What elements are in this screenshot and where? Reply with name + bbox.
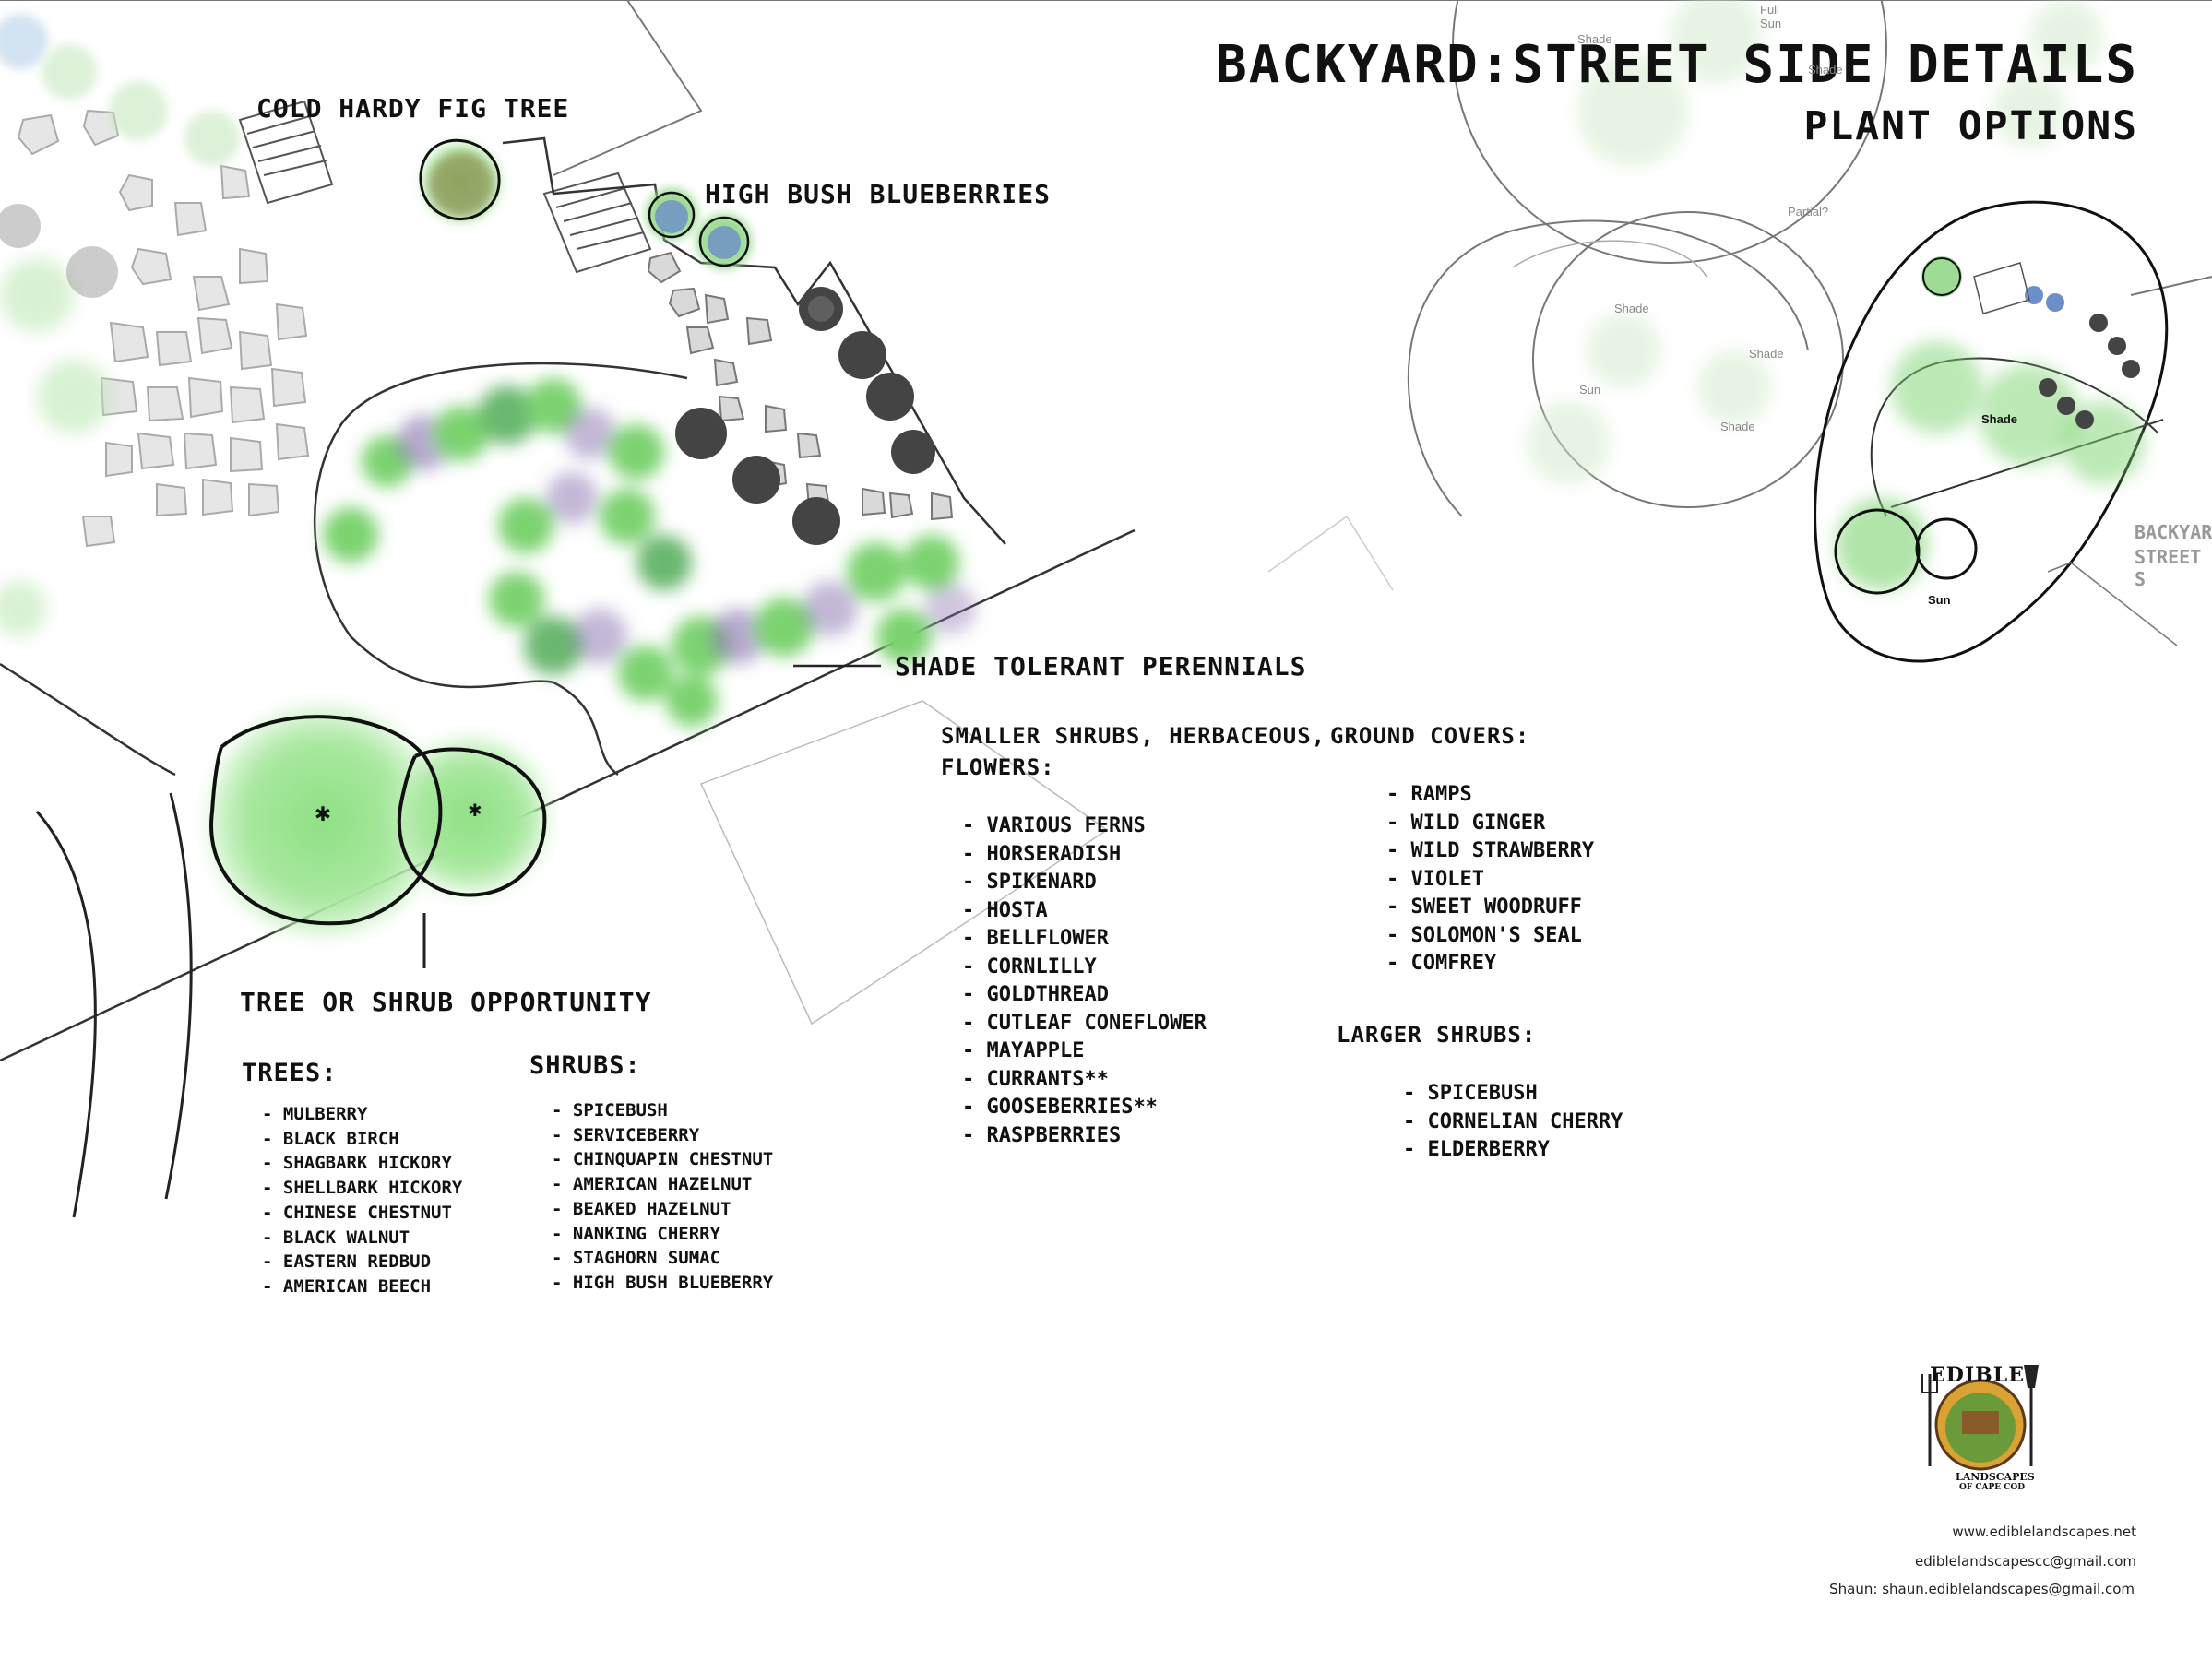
driveway-right: [164, 792, 193, 1200]
list-item: BELLFLOWER: [962, 925, 1207, 954]
list-item: MAYAPPLE: [962, 1038, 1207, 1066]
list-item: WILD STRAWBERRY: [1386, 837, 1595, 866]
company-logo: EDIBLE LANDSCAPES OF CAPE COD: [1911, 1356, 2050, 1494]
ground-covers-heading: GROUND COVERS:: [1330, 723, 1530, 749]
list-item: MULBERRY: [262, 1102, 462, 1127]
list-item: HOSTA: [962, 897, 1207, 926]
dark-shrubs: [0, 204, 935, 545]
list-item: NANKING CHERRY: [552, 1222, 773, 1247]
inset-label: Partial?: [1788, 205, 1829, 219]
list-item: BLACK BIRCH: [262, 1127, 462, 1152]
larger-shrubs-heading: LARGER SHRUBS:: [1337, 1022, 1537, 1048]
list-item: EASTERN REDBUD: [262, 1250, 462, 1275]
list-item: GOOSEBERRIES**: [962, 1094, 1207, 1122]
list-item: HIGH BUSH BLUEBERRY: [552, 1271, 773, 1296]
logo-text-bottom: OF CAPE COD: [1959, 1483, 2026, 1492]
list-item: COMFREY: [1386, 950, 1594, 978]
stairs: [238, 100, 652, 274]
list-item: SWEET WOODRUFF: [1386, 894, 1594, 922]
opportunity-trees: ✱ ✱: [208, 706, 549, 936]
list-item: SPICEBUSH: [552, 1098, 773, 1123]
list-item: SPICEBUSH: [1403, 1080, 1623, 1109]
inset-label: Shade: [1614, 302, 1649, 315]
list-item: BEAKED HAZELNUT: [552, 1197, 773, 1222]
title-line-1: BACKYARD:STREET SIDE DETAILS: [1215, 35, 2138, 95]
larger-shrubs-list: SPICEBUSH CORNELIAN CHERRY ELDERBERRY: [1403, 1080, 1623, 1165]
inset-label: Sun: [1928, 593, 1951, 607]
inset-label: Shade: [1808, 63, 1843, 77]
list-item: SHAGBARK HICKORY: [262, 1151, 462, 1176]
inset-label: Sun: [1579, 383, 1601, 397]
list-item: CORNELIAN CHERRY: [1403, 1109, 1623, 1137]
list-item: RAMPS: [1386, 781, 1594, 810]
inset-label: Shade: [1577, 32, 1612, 46]
ground-covers-list: RAMPS WILD GINGER WILD STRAWBERRY VIOLET…: [1386, 781, 1595, 978]
list-item: ELDERBERRY: [1403, 1136, 1623, 1165]
logo-graphic: [1921, 1365, 2039, 1471]
svg-text:✱: ✱: [469, 796, 482, 822]
shrubs-heading: SHRUBS:: [529, 1051, 641, 1080]
list-item: HORSERADISH: [962, 841, 1207, 870]
trees-list: MULBERRY BLACK BIRCH SHAGBARK HICKORY SH…: [262, 1102, 462, 1299]
contact-shaun-email[interactable]: Shaun: shaun.ediblelandscapes@gmail.com: [1829, 1581, 2135, 1597]
callout-perennials: SHADE TOLERANT PERENNIALS: [895, 651, 1307, 682]
smaller-shrubs-heading-2: FLOWERS:: [941, 754, 1055, 780]
list-item: CURRANTS**: [962, 1066, 1207, 1095]
callout-opportunity: TREE OR SHRUB OPPORTUNITY: [240, 987, 652, 1017]
list-item: WILD GINGER: [1386, 810, 1594, 838]
smaller-shrubs-heading-1: SMALLER SHRUBS, HERBACEOUS,: [941, 723, 1326, 749]
inset-label: Shade: [1981, 412, 2018, 426]
inset-edge-label-1: BACKYAR: [2135, 521, 2212, 543]
callout-blueberries: HIGH BUSH BLUEBERRIES: [705, 179, 1052, 209]
fig-tree: [419, 138, 503, 224]
list-item: VIOLET: [1386, 866, 1594, 895]
contact-website[interactable]: www.ediblelandscapes.net: [1952, 1524, 2136, 1540]
list-item: AMERICAN HAZELNUT: [552, 1172, 773, 1197]
garden-bed-outline: [313, 362, 688, 777]
title-line-2: PLANT OPTIONS: [1803, 103, 2138, 149]
list-item: SPIKENARD: [962, 869, 1207, 897]
property-lines: [0, 0, 2212, 296]
inset-edge-label-2: STREET S: [2135, 546, 2202, 590]
callout-fig-tree: COLD HARDY FIG TREE: [256, 93, 570, 124]
list-item: SERVICEBERRY: [552, 1123, 773, 1148]
list-item: CUTLEAF CONEFLOWER: [962, 1010, 1207, 1038]
list-item: CHINESE CHESTNUT: [262, 1201, 462, 1226]
logo-text-top: EDIBLE: [1930, 1363, 2025, 1387]
shrubs-list: SPICEBUSH SERVICEBERRY CHINQUAPIN CHESTN…: [552, 1098, 773, 1296]
stone-patio: [17, 109, 310, 548]
trees-heading: TREES:: [242, 1059, 338, 1087]
svg-text:✱: ✱: [315, 797, 331, 827]
page-title: BACKYARD:STREET SIDE DETAILS PLANT OPTIO…: [1216, 33, 2138, 155]
list-item: CHINQUAPIN CHESTNUT: [552, 1147, 773, 1172]
list-item: STAGHORN SUMAC: [552, 1246, 773, 1271]
logo-text-middle: LANDSCAPES: [1956, 1471, 2035, 1483]
list-item: AMERICAN BEECH: [262, 1275, 462, 1299]
background-plants: [0, 14, 240, 636]
blueberry-bushes: [646, 188, 752, 269]
list-item: VARIOUS FERNS: [962, 812, 1207, 841]
inset-label: Full Sun: [1760, 3, 1782, 30]
lawn-edge: [0, 662, 176, 777]
list-item: SOLOMON'S SEAL: [1386, 922, 1594, 951]
inset-map: [1407, 0, 2178, 663]
inset-label: Shade: [1749, 347, 1784, 361]
list-item: CORNLILLY: [962, 954, 1207, 982]
list-item: GOLDTHREAD: [962, 981, 1207, 1010]
smaller-shrubs-list: VARIOUS FERNS HORSERADISH SPIKENARD HOST…: [962, 812, 1207, 1150]
list-item: SHELLBARK HICKORY: [262, 1176, 462, 1201]
perennial-foliage: [323, 378, 976, 727]
list-item: RASPBERRIES: [962, 1122, 1207, 1151]
inset-label: Shade: [1720, 420, 1755, 433]
contact-email[interactable]: ediblelandscapescc@gmail.com: [1915, 1553, 2136, 1570]
list-item: BLACK WALNUT: [262, 1226, 462, 1251]
driveway-left: [35, 811, 97, 1218]
